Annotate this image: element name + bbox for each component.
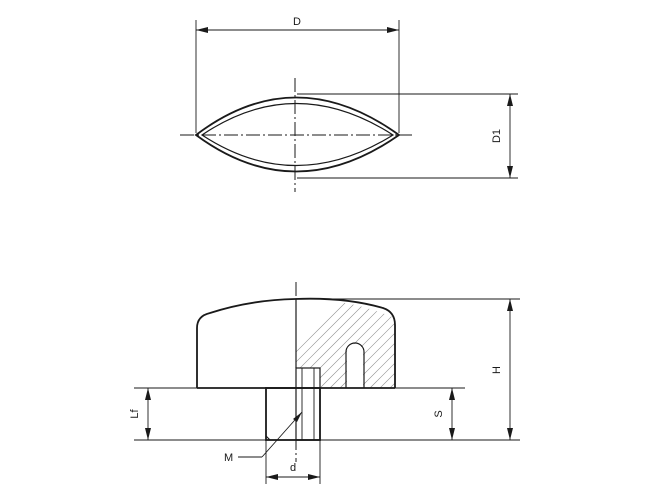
dim-d1-label: D1 [491,129,503,143]
side-view: H S Lf M d [129,282,520,484]
knob-body-outline [196,297,396,388]
dim-h-arrow-bottom [507,428,513,440]
dim-m-label: M [224,452,233,464]
dim-h-label: H [491,366,503,374]
top-view-outline-outer [194,96,401,173]
dim-lf-arrow-top [145,388,151,400]
side-slot-fill [347,344,363,388]
thread-bore [295,367,321,441]
dim-s-arrow-top [449,388,455,400]
threaded-boss [265,387,321,441]
section-hatching [296,299,395,388]
dim-s-label: S [433,410,445,417]
dim-small-d-arrow-left [266,474,278,480]
dim-d-arrow-right [387,27,399,33]
dim-m-arrow [293,412,302,422]
dim-lf-arrow-bottom [145,428,151,440]
dim-d1-arrow-bottom [507,166,513,178]
dim-small-d-arrow-right [308,474,320,480]
dim-h-arrow-top [507,299,513,311]
dim-lf-label: Lf [129,408,141,418]
side-slot [345,342,365,388]
top-view-outline-inner [200,103,395,166]
boss-chamfer-left [265,435,271,441]
dim-s-arrow-bottom [449,428,455,440]
dim-d1-arrow-top [507,94,513,106]
dim-small-d-label: d [290,462,296,474]
top-view: D D1 [180,16,518,192]
dim-d-label: D [293,16,301,28]
dim-d-arrow-left [196,27,208,33]
